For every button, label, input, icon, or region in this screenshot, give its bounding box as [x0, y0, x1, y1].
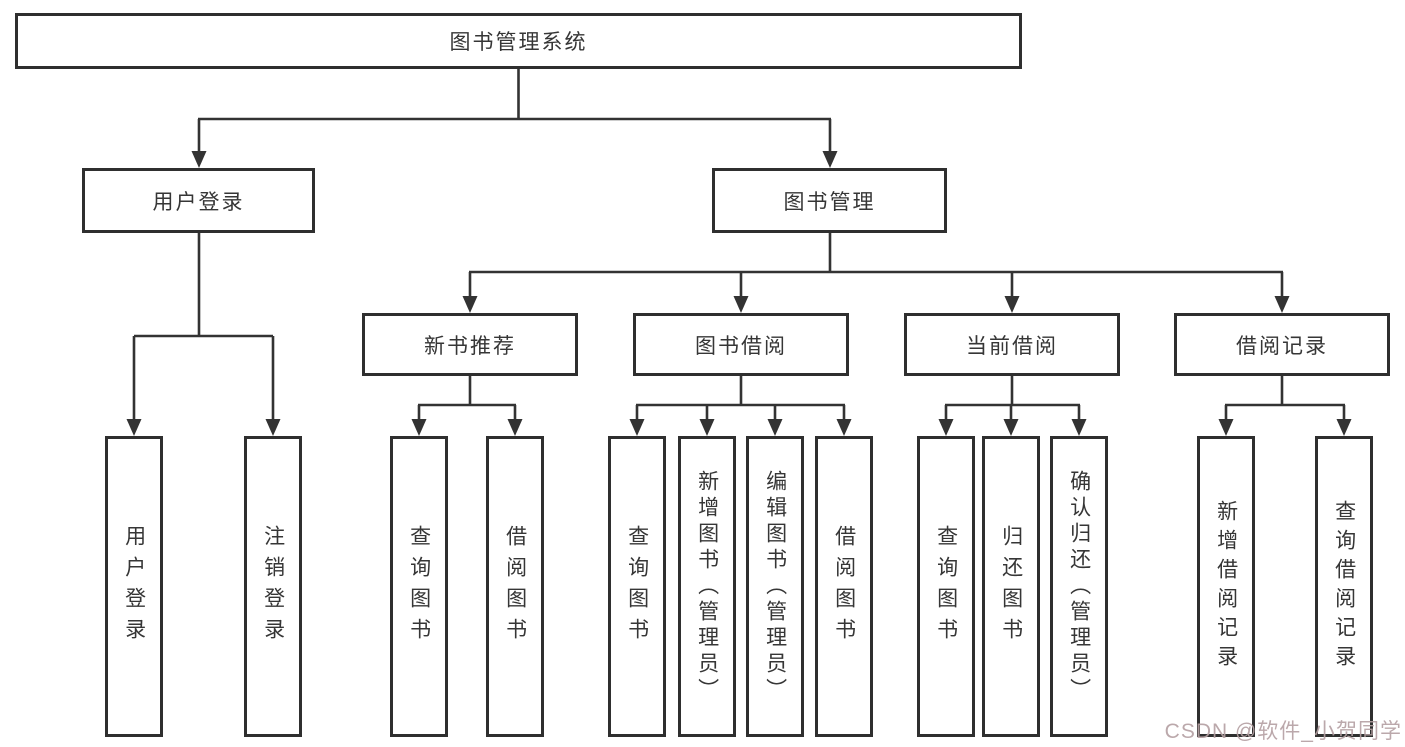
- node-new-book-recommend: 新书推荐: [362, 313, 578, 376]
- node-user-login: 用户登录: [82, 168, 315, 233]
- leaf-borrow-borrow-books: 借阅图书: [815, 436, 873, 737]
- leaf-newbook-query-books-label: 查询图书: [407, 524, 431, 649]
- node-book-borrowing-label: 图书借阅: [695, 334, 787, 358]
- leaf-newbook-borrow-books: 借阅图书: [486, 436, 544, 737]
- node-library-system-label: 图书管理系统: [449, 31, 588, 54]
- node-book-borrowing: 图书借阅: [633, 313, 849, 376]
- node-book-management-label: 图书管理: [783, 190, 876, 214]
- leaf-current-query-books: 查询图书: [917, 436, 975, 737]
- leaf-borrow-borrow-books-label: 借阅图书: [832, 524, 856, 649]
- node-borrowing-records: 借阅记录: [1174, 313, 1390, 376]
- node-current-borrowing: 当前借阅: [904, 313, 1120, 376]
- leaf-records-add-record-label: 新增借阅记录: [1214, 499, 1238, 674]
- leaf-logout-label: 注销登录: [261, 524, 285, 649]
- leaf-logout: 注销登录: [244, 436, 302, 737]
- leaf-current-confirm-return-admin-label: 确认归还（管理员）: [1067, 469, 1091, 704]
- leaf-user-login-label: 用户登录: [122, 524, 146, 649]
- leaf-newbook-borrow-books-label: 借阅图书: [503, 524, 527, 649]
- node-current-borrowing-label: 当前借阅: [966, 334, 1058, 358]
- leaf-newbook-query-books: 查询图书: [390, 436, 448, 737]
- leaf-current-return-books: 归还图书: [982, 436, 1040, 737]
- csdn-watermark: CSDN @软件_小贺同学: [1164, 720, 1402, 743]
- node-user-login-label: 用户登录: [152, 190, 245, 214]
- leaf-borrow-query-books: 查询图书: [608, 436, 666, 737]
- leaf-current-return-books-label: 归还图书: [999, 524, 1023, 649]
- leaf-borrow-edit-books-admin: 编辑图书（管理员）: [746, 436, 804, 737]
- leaf-records-add-record: 新增借阅记录: [1197, 436, 1255, 737]
- leaf-records-query-record: 查询借阅记录: [1315, 436, 1373, 737]
- node-new-book-recommend-label: 新书推荐: [424, 334, 516, 358]
- leaf-borrow-add-books-admin-label: 新增图书（管理员）: [695, 469, 719, 704]
- leaf-current-query-books-label: 查询图书: [934, 524, 958, 649]
- leaf-borrow-add-books-admin: 新增图书（管理员）: [678, 436, 736, 737]
- leaf-user-login: 用户登录: [105, 436, 163, 737]
- leaf-records-query-record-label: 查询借阅记录: [1332, 499, 1356, 674]
- leaf-current-confirm-return-admin: 确认归还（管理员）: [1050, 436, 1108, 737]
- node-borrowing-records-label: 借阅记录: [1236, 334, 1328, 358]
- leaf-borrow-query-books-label: 查询图书: [625, 524, 649, 649]
- node-library-system: 图书管理系统: [15, 13, 1022, 69]
- node-book-management: 图书管理: [712, 168, 947, 233]
- leaf-borrow-edit-books-admin-label: 编辑图书（管理员）: [763, 469, 787, 704]
